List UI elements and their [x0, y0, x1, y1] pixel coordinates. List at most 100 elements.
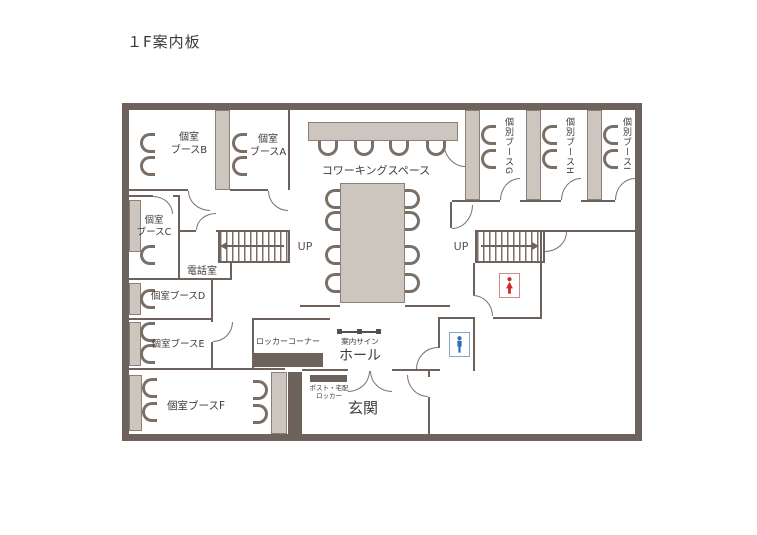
chair	[232, 133, 247, 153]
counter-desk	[308, 122, 458, 141]
chair	[318, 141, 338, 156]
room-label-booth-f: 個室ブースF	[166, 400, 225, 412]
wall	[288, 110, 290, 190]
chair	[325, 189, 340, 209]
chair	[140, 289, 155, 309]
stairs-arrowhead	[532, 242, 539, 250]
chair	[542, 149, 557, 169]
info-sign-icon	[376, 329, 381, 334]
wall	[230, 189, 268, 191]
chair	[389, 141, 409, 156]
room-label-booth-c: 個室 ブースC	[136, 215, 172, 239]
page-title: １F案内板	[127, 33, 201, 51]
info-sign-icon	[357, 329, 362, 334]
wall	[252, 318, 254, 368]
door-arc	[370, 371, 392, 392]
chair	[140, 156, 155, 176]
partition-wall	[215, 110, 230, 190]
wall	[452, 200, 500, 202]
chair	[253, 404, 268, 424]
info-sign-label: 案内サイン	[341, 337, 379, 346]
stairs-arrow	[226, 245, 284, 247]
door-arc	[416, 347, 438, 369]
wall	[211, 342, 213, 370]
wall	[128, 195, 153, 197]
outer-wall-top	[122, 103, 642, 110]
wall	[428, 371, 430, 377]
room-label-booth-h: 個別ブースH	[564, 117, 574, 175]
chair	[142, 378, 157, 398]
wall	[473, 263, 475, 295]
wall	[302, 369, 348, 371]
outer-wall-right	[635, 103, 642, 441]
door-arc	[188, 191, 210, 211]
room-label-locker-corner: ロッカーコーナー	[256, 337, 320, 346]
chair	[542, 125, 557, 145]
wall	[252, 318, 330, 320]
chair	[405, 189, 420, 209]
wall	[392, 369, 440, 371]
info-sign-icon	[337, 329, 342, 334]
chair	[603, 125, 618, 145]
outer-wall-left	[122, 103, 129, 441]
door-arc	[473, 295, 493, 316]
stairs-right-label: UP	[453, 240, 469, 253]
partition-wall	[465, 110, 480, 200]
chair	[232, 156, 247, 176]
room-label-booth-d: 個室ブースD	[150, 291, 206, 302]
door-arc	[443, 141, 465, 167]
chair	[140, 322, 155, 342]
room-label-booth-b: 個室 ブースB	[170, 132, 208, 156]
door-arc	[407, 375, 428, 397]
chair	[325, 211, 340, 231]
wall	[473, 317, 475, 371]
chair	[140, 245, 155, 265]
restroom-male-icon	[449, 332, 470, 357]
chair	[325, 273, 340, 293]
door-arc	[153, 196, 173, 214]
floor-plan: 個室 ブースB 個室 ブースA コワーキングスペース 個別ブースG 個別ブースH…	[122, 103, 642, 441]
partition-wall	[526, 110, 541, 200]
chair	[140, 133, 155, 153]
wall	[288, 372, 302, 434]
chair	[405, 245, 420, 265]
wall	[211, 278, 213, 318]
stairs-arrow	[481, 245, 533, 247]
door-arc	[452, 205, 473, 229]
chair	[481, 125, 496, 145]
room-label-booth-i: 個別ブースI	[621, 117, 631, 171]
wall	[438, 317, 440, 348]
desk	[271, 372, 287, 434]
wall	[450, 202, 452, 228]
restroom-female-icon	[499, 273, 520, 298]
chair	[481, 149, 496, 169]
wall	[438, 317, 475, 319]
room-label-hall: ホール	[339, 348, 381, 364]
door-arc	[213, 322, 233, 342]
post-locker-label: ポスト・宅配 ロッカー	[309, 384, 349, 401]
wall	[520, 200, 561, 202]
chair	[405, 273, 420, 293]
stairs-arrowhead	[220, 242, 227, 250]
wall	[128, 318, 213, 320]
stairs-left-label: UP	[297, 240, 313, 253]
wall	[581, 200, 615, 202]
chair	[405, 211, 420, 231]
desk	[129, 375, 142, 431]
outer-wall-bottom	[122, 434, 642, 441]
locker-block	[253, 353, 323, 367]
room-label-entrance: 玄関	[347, 399, 378, 417]
room-label-coworking: コワーキングスペース	[321, 164, 431, 177]
wall	[173, 195, 180, 197]
chair	[142, 402, 157, 422]
partition-wall	[587, 110, 602, 200]
door-arc	[268, 191, 288, 211]
wall	[405, 305, 450, 307]
chair	[140, 344, 155, 364]
wall	[128, 368, 285, 370]
chair	[253, 380, 268, 400]
wall	[545, 230, 635, 232]
wall	[493, 317, 542, 319]
chair	[603, 149, 618, 169]
desk	[129, 322, 141, 366]
